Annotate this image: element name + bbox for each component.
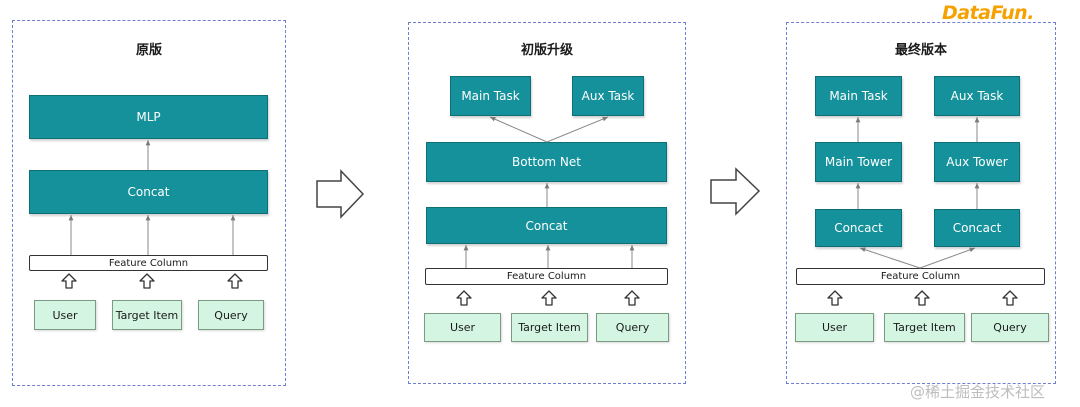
panel-original: 原版 <box>12 20 286 386</box>
feature-column: Feature Column <box>29 255 268 271</box>
input-target-item: Target Item <box>112 300 182 330</box>
arrow-bottomnet-to-aux <box>546 116 609 143</box>
panel-final: 最终版本 <box>786 22 1056 384</box>
up-arrow-icon <box>827 290 843 306</box>
concat-block: Concat <box>426 207 667 244</box>
concat-right-block: Concact <box>934 209 1020 247</box>
arrow-feat-to-concat <box>859 247 921 269</box>
up-arrow-icon <box>139 273 155 289</box>
up-arrow-icon <box>541 290 557 306</box>
up-arrow-icon <box>227 273 243 289</box>
datafun-logo: DataFun. <box>942 2 1034 24</box>
input-target-item: Target Item <box>511 313 588 342</box>
up-arrow-icon <box>914 290 930 306</box>
up-arrow-icon <box>1002 290 1018 306</box>
input-target-item: Target Item <box>884 313 965 342</box>
right-arrow-icon <box>316 169 365 219</box>
input-user: User <box>34 300 96 330</box>
up-arrow-icon <box>61 273 77 289</box>
arrow-bottomnet-to-main <box>489 116 548 143</box>
main-task-block: Main Task <box>815 76 902 116</box>
watermark: @稀土掘金技术社区 <box>910 383 1046 401</box>
mlp-block: MLP <box>29 95 268 139</box>
panel-title: 最终版本 <box>894 43 947 58</box>
input-query: Query <box>198 300 264 330</box>
panel-title: 原版 <box>135 43 162 58</box>
aux-task-block: Aux Task <box>572 76 644 116</box>
feature-column: Feature Column <box>796 268 1045 285</box>
input-user: User <box>795 313 874 342</box>
main-tower-block: Main Tower <box>815 142 902 182</box>
panel-upgrade: 初版升级 <box>408 22 686 384</box>
right-arrow-icon <box>710 167 761 216</box>
arrow-feat-to-concat <box>919 247 976 269</box>
concat-block: Concat <box>29 170 268 214</box>
panel-title: 初版升级 <box>520 43 573 58</box>
up-arrow-icon <box>456 290 472 306</box>
concat-left-block: Concact <box>815 209 902 247</box>
feature-column: Feature Column <box>425 268 668 285</box>
input-query: Query <box>596 313 669 342</box>
input-user: User <box>424 313 501 342</box>
main-task-block: Main Task <box>450 76 531 116</box>
aux-tower-block: Aux Tower <box>934 142 1020 182</box>
aux-task-block: Aux Task <box>934 76 1020 116</box>
up-arrow-icon <box>624 290 640 306</box>
bottom-net-block: Bottom Net <box>426 142 667 182</box>
input-query: Query <box>971 313 1049 342</box>
